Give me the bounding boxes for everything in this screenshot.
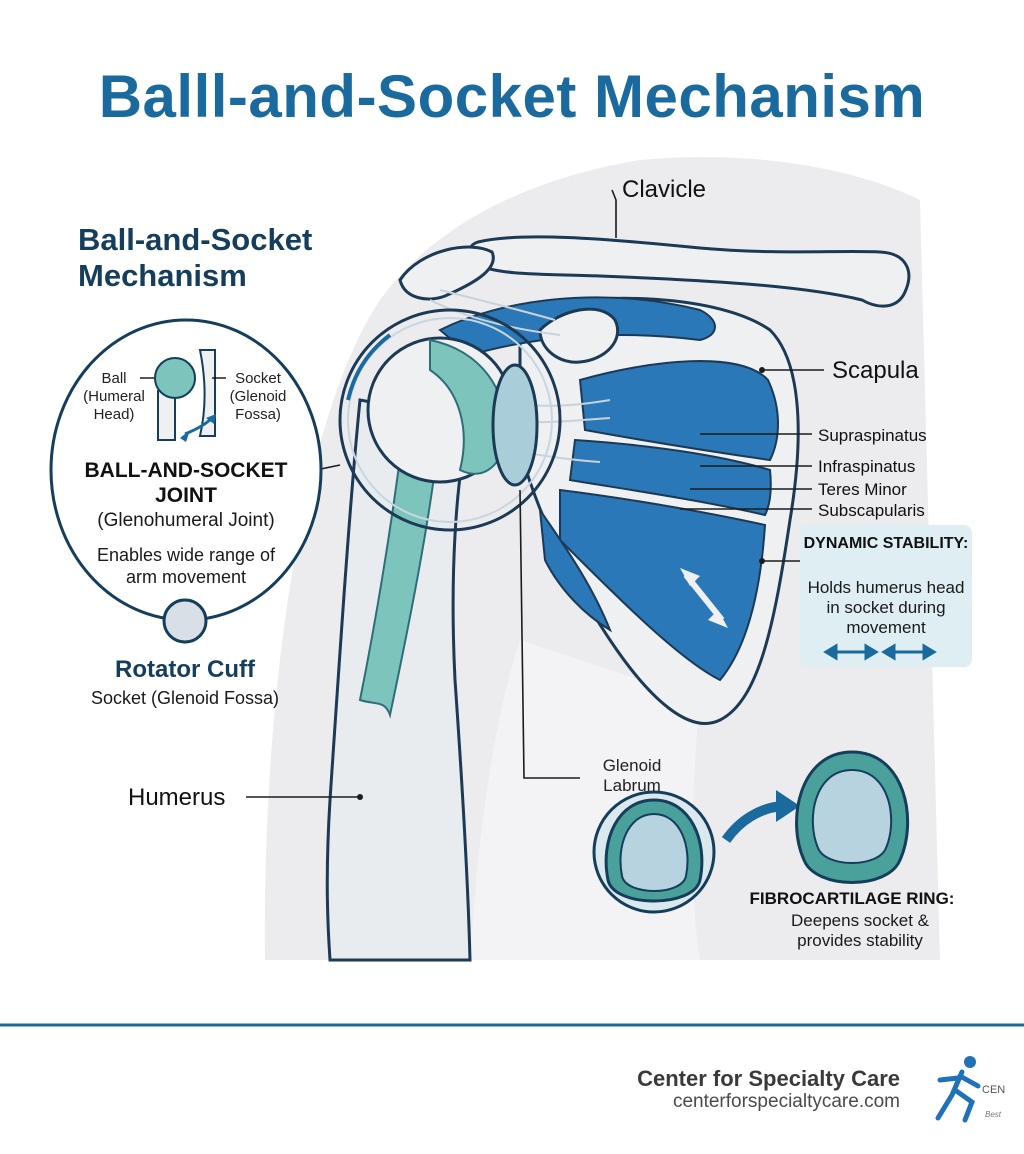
inset-ball-label: Ball (Humeral Head) xyxy=(83,370,145,423)
coracoid-process xyxy=(538,307,619,364)
label-teres-minor: Teres Minor xyxy=(818,480,907,499)
inset-socket-label: Socket (Glenoid Fossa) xyxy=(229,370,287,423)
inset-humerus-stem xyxy=(157,390,176,441)
joint-magnifier-circle xyxy=(338,308,562,532)
stability-arrows xyxy=(823,643,937,661)
joint-magnifier-inner xyxy=(347,317,553,523)
label-humerus: Humerus xyxy=(128,784,226,811)
rotator-cuff-title: Rotator Cuff xyxy=(115,656,255,683)
label-subscapularis: Subscapularis xyxy=(818,501,925,520)
footer-website-link[interactable]: centerforspecialtycare.com xyxy=(672,1091,900,1112)
humeral-cartilage xyxy=(429,338,507,475)
glenoid-fossa xyxy=(491,363,539,487)
inset-joint-description: Enables wide range of arm movement xyxy=(96,545,276,587)
label-infraspinatus: Infraspinatus xyxy=(818,457,916,476)
labrum-detail-socket xyxy=(619,812,689,892)
clavicle-bone xyxy=(467,235,911,308)
lower-cuff-muscle xyxy=(539,509,613,633)
logo-runner-icon xyxy=(935,1056,981,1123)
infraspinatus-muscle xyxy=(578,360,779,462)
rotator-cuff-subtitle: Socket (Glenoid Fossa) xyxy=(90,688,280,708)
page-title: Balll-and-Socket Mechanism xyxy=(98,63,926,130)
teres-minor-muscle xyxy=(568,438,772,517)
joint-arc-accent xyxy=(346,333,392,401)
footer-logo-tagline: Best xyxy=(985,1110,1002,1119)
label-glenoid-labrum: Glenoid Labrum xyxy=(602,756,662,795)
dynamic-stability-title: DYNAMIC STABILITY: xyxy=(803,535,969,552)
labrum-arrow-head xyxy=(776,790,800,822)
labrum-arrow xyxy=(721,801,783,843)
label-supraspinatus: Supraspinatus xyxy=(818,426,927,445)
subscapularis-muscle xyxy=(559,488,767,682)
dynamic-stability-panel xyxy=(800,525,972,667)
fibrocartilage-ring-inner xyxy=(811,768,893,864)
label-clavicle: Clavicle xyxy=(622,176,707,203)
fibrocartilage-description: Deepens socket & provides stability xyxy=(791,911,929,950)
label-scapula: Scapula xyxy=(832,357,919,384)
inset-socket xyxy=(198,349,216,437)
footer-organization-name: Center for Specialty Care xyxy=(637,1066,900,1091)
movement-double-arrow xyxy=(680,568,728,628)
dynamic-stability-description: Holds humerus head in socket during move… xyxy=(807,578,965,637)
acromion-bone xyxy=(398,245,495,301)
section-subtitle: Ball-and-Socket Mechanism xyxy=(78,222,313,293)
leader-lines xyxy=(246,189,824,798)
humerus-bone xyxy=(325,398,472,962)
rotator-cuff-connector xyxy=(162,598,208,644)
inset-joint-title: BALL-AND-SOCKET JOINT xyxy=(84,459,288,507)
inset-joint-subtitle: (Glenohumeral Joint) xyxy=(97,510,275,531)
footer-logo-text: CEN xyxy=(982,1084,1006,1096)
inset-ball xyxy=(154,357,196,399)
fibrocartilage-title: FIBROCARTILAGE RING: xyxy=(749,889,955,908)
